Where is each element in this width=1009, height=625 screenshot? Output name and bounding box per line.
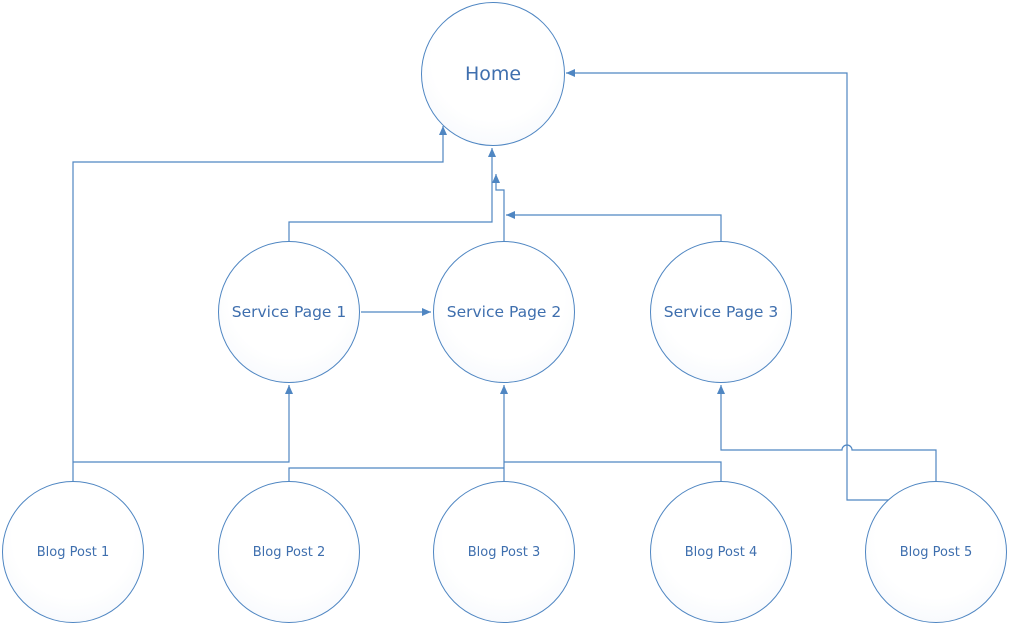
blog-post-5-label: Blog Post 5 — [899, 544, 973, 560]
blog-post-5-node: Blog Post 5 — [865, 481, 1007, 623]
blog-post-3-label: Blog Post 3 — [467, 544, 541, 560]
connector-blog-post-2-to-service-page-2 — [288, 467, 504, 481]
service-page-2-node: Service Page 2 — [433, 241, 575, 383]
blog-post-2-label: Blog Post 2 — [252, 544, 326, 560]
service-page-2-label: Service Page 2 — [446, 303, 562, 321]
blog-post-3-node: Blog Post 3 — [433, 481, 575, 623]
connector-blog-post-5-to-home — [566, 69, 893, 501]
service-page-3-label: Service Page 3 — [663, 303, 779, 321]
blog-post-2-node: Blog Post 2 — [218, 481, 360, 623]
service-page-1-label: Service Page 1 — [231, 303, 347, 321]
connector-service-page-1-to-home — [288, 148, 496, 241]
connector-blog-post-1-to-service-page-1 — [73, 385, 293, 463]
connector-service-page-3-to-service-page-2 — [506, 211, 722, 241]
home-node: Home — [421, 2, 565, 146]
connector-blog-post-4-to-service-page-2 — [504, 461, 722, 481]
service-page-1-node: Service Page 1 — [218, 241, 360, 383]
home-label: Home — [464, 63, 522, 85]
blog-post-4-label: Blog Post 4 — [684, 544, 758, 560]
blog-post-1-node: Blog Post 1 — [2, 481, 144, 623]
connector-service-page-2-to-home — [492, 174, 505, 241]
service-page-3-node: Service Page 3 — [650, 241, 792, 383]
connector-blog-post-5-to-service-page-3 — [717, 385, 937, 481]
blog-post-1-label: Blog Post 1 — [36, 544, 110, 560]
connector-blog-post-1-to-home — [72, 126, 447, 481]
blog-post-4-node: Blog Post 4 — [650, 481, 792, 623]
